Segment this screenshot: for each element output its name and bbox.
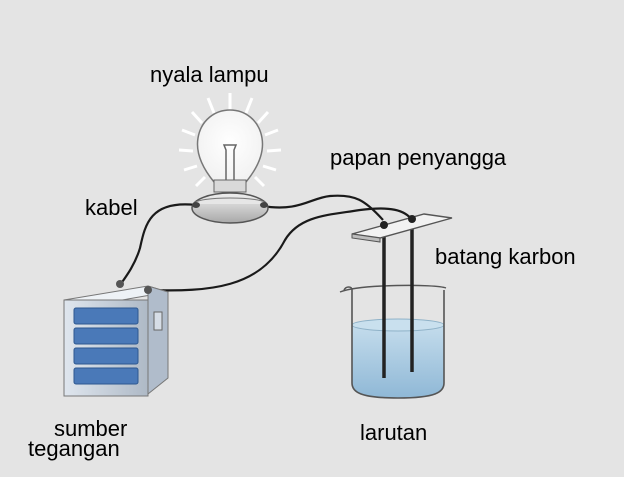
label-carbon-rods: batang karbon: [435, 244, 576, 269]
beaker-liquid: [352, 325, 444, 398]
label-voltage-source-line1: sumber: [54, 416, 128, 441]
label-lamp: nyala lampu: [150, 62, 269, 87]
label-voltage-source-line2: tegangan: [28, 436, 120, 461]
battery-terminal-right: [144, 286, 152, 294]
wires: [119, 194, 413, 292]
battery-side: [147, 285, 169, 396]
bulb-glow-rays: [178, 93, 282, 188]
light-bulb-icon: [178, 93, 282, 224]
bulb-filament: [222, 144, 238, 180]
beaker-rim: [339, 284, 447, 293]
battery-side-port: [153, 311, 163, 331]
support-board: [351, 213, 453, 243]
bulb-neck: [213, 179, 247, 193]
battery-cells: [73, 307, 139, 385]
label-support-board: papan penyangga: [330, 145, 507, 170]
bulb-glass: [196, 109, 264, 183]
label-solution: larutan: [360, 420, 428, 445]
label-cable: kabel: [85, 195, 138, 220]
carbon-rods: [382, 226, 414, 378]
cable-wire-lamp-to-rod: [261, 194, 384, 221]
beaker-icon: [339, 284, 447, 399]
battery-terminal-left: [116, 280, 124, 288]
cable-wire-battery-to-rod: [147, 207, 413, 292]
battery-icon: [63, 280, 169, 397]
cable-wire-lamp-to-battery: [119, 203, 197, 286]
beaker-glass: [343, 286, 445, 399]
